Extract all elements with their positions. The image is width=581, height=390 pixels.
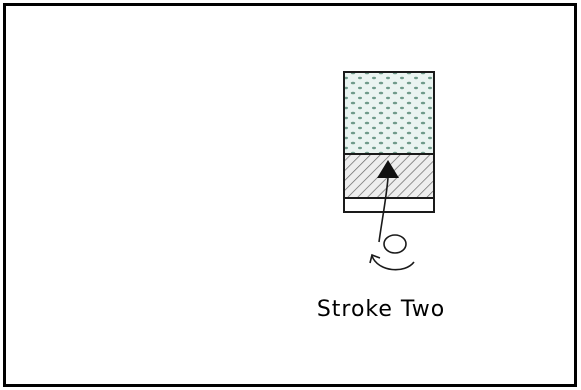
- rotation-loop-icon: [370, 235, 414, 270]
- water-section: [344, 72, 434, 154]
- diagram-caption: Stroke Two: [296, 297, 466, 322]
